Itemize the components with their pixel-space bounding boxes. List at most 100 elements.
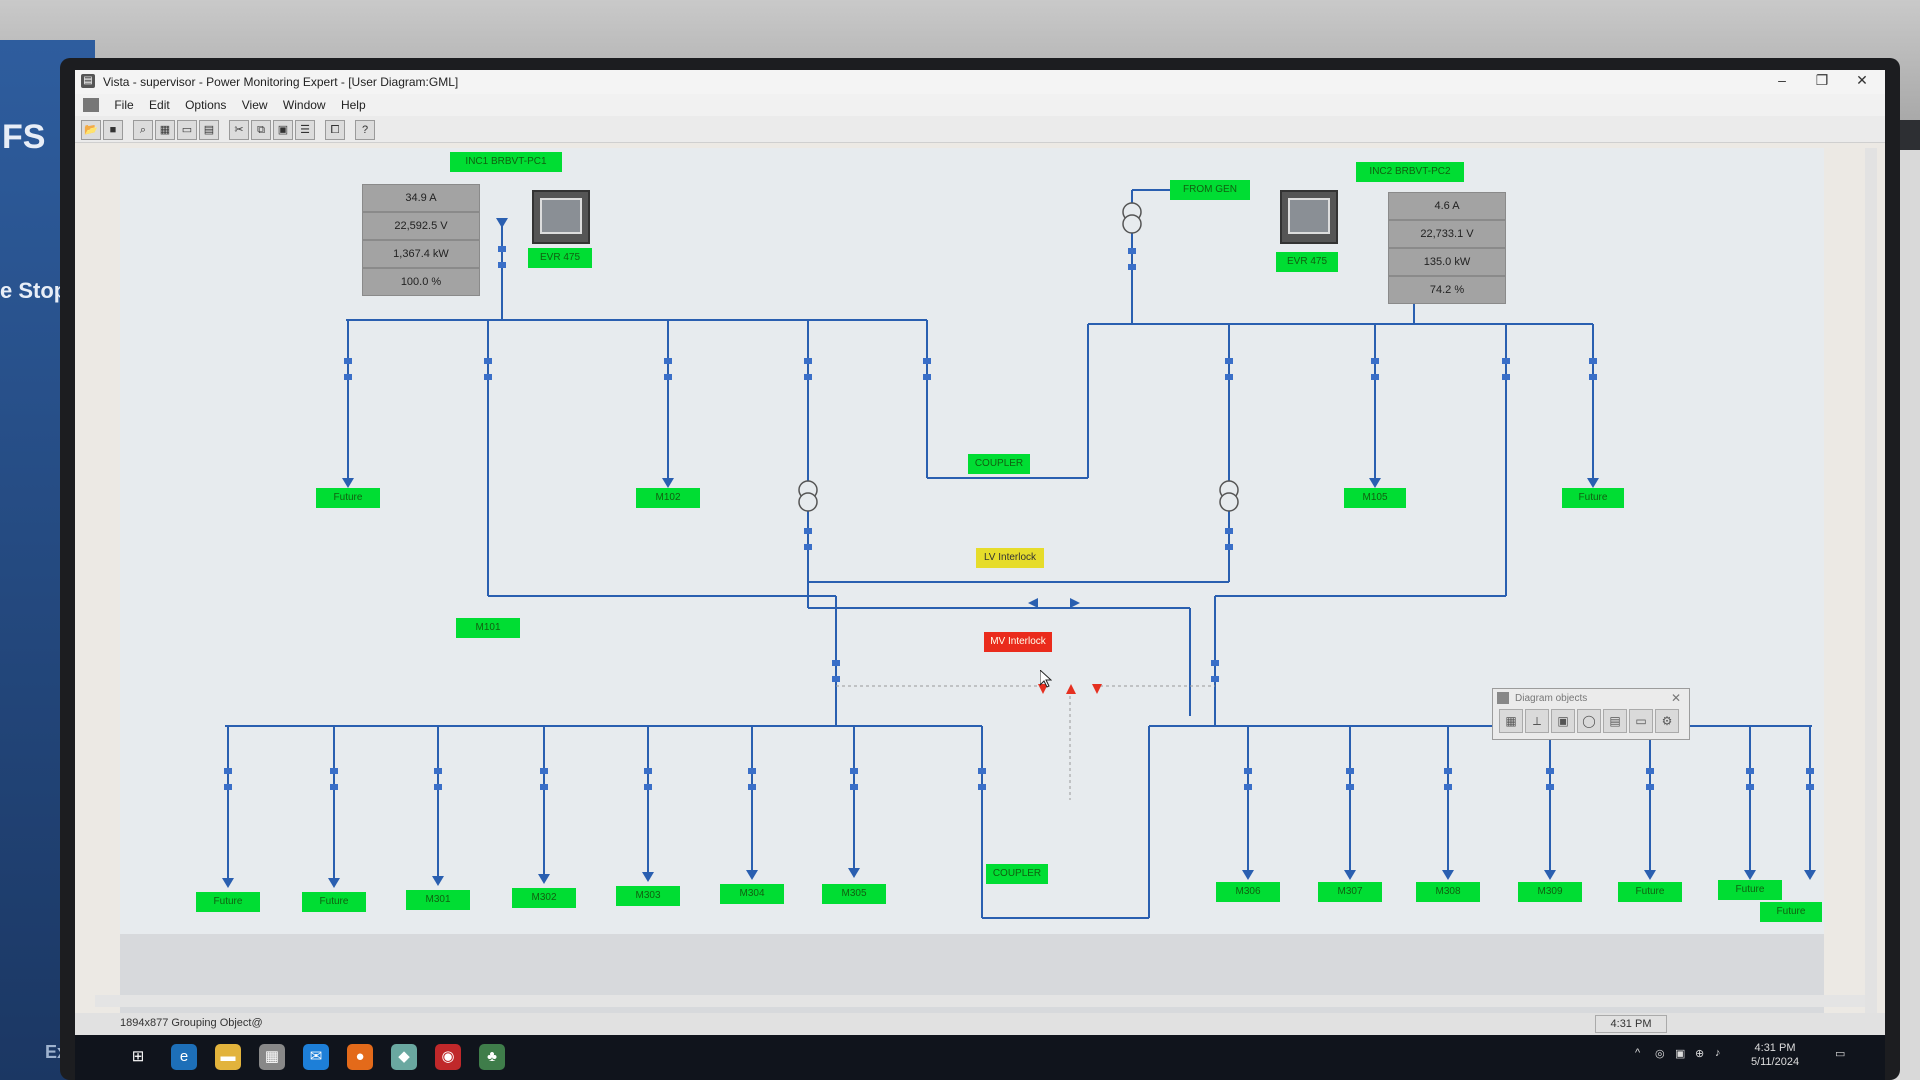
feeder-lower-left-2[interactable]: Future [302, 892, 366, 912]
coupler-top-label[interactable]: COUPLER [968, 454, 1030, 474]
app-window: ▤ Vista - supervisor - Power Monitoring … [75, 70, 1885, 1035]
incomer-2-percent: 74.2 % [1388, 276, 1506, 304]
single-line-diagram [222, 189, 1816, 919]
feeder-m302[interactable]: M302 [512, 888, 576, 908]
firefox-icon[interactable]: ● [347, 1044, 373, 1070]
diagram-canvas[interactable]: INC1 BRBVT-PC1 34.9 A 22,592.5 V 1,367.4… [120, 148, 1824, 934]
coupler-bottom-label[interactable]: COUPLER [986, 864, 1048, 884]
feeder-m305[interactable]: M305 [822, 884, 886, 904]
menu-options[interactable]: Options [185, 98, 227, 112]
incomer-1-power: 1,367.4 kW [362, 240, 480, 268]
tray-date: 5/11/2024 [1750, 1056, 1800, 1068]
fit-view-icon[interactable]: ▭ [177, 120, 197, 140]
incomer-2-voltage: 22,733.1 V [1388, 220, 1506, 248]
meter-2-icon[interactable] [1280, 190, 1338, 244]
tray-clock[interactable]: 4:31 PM 5/11/2024 [1745, 1041, 1805, 1069]
feeder-m102[interactable]: M102 [636, 488, 700, 508]
globe-icon[interactable]: ⊕ [1695, 1048, 1705, 1060]
from-gen-label[interactable]: FROM GEN [1170, 180, 1250, 200]
horizontal-scrollbar[interactable] [95, 995, 1865, 1007]
feeder-lower-left-1[interactable]: Future [196, 892, 260, 912]
feeder-future-lower-right-2[interactable]: Future [1718, 880, 1782, 900]
help-icon[interactable]: ? [355, 120, 375, 140]
network-icon[interactable]: ◎ [1655, 1048, 1665, 1060]
app-icon: ▤ [81, 74, 95, 88]
volume-icon[interactable]: ♪ [1715, 1047, 1721, 1059]
settings-object-icon[interactable]: ⚙ [1655, 709, 1679, 733]
paste-icon[interactable]: ▣ [273, 120, 293, 140]
image-object-icon[interactable]: ▤ [1603, 709, 1627, 733]
close-button[interactable]: ✕ [1856, 72, 1868, 88]
feeder-future-lower-right-1[interactable]: Future [1618, 882, 1682, 902]
vista-app-icon[interactable]: ♣ [479, 1044, 505, 1070]
app-tool-icon[interactable]: ◆ [391, 1044, 417, 1070]
notification-icon[interactable]: ▭ [1835, 1048, 1846, 1060]
line-object-icon[interactable]: ⟂ [1525, 709, 1549, 733]
start-icon[interactable]: ⊞ [131, 1048, 145, 1065]
mv-interlock-label[interactable]: MV Interlock [984, 632, 1052, 652]
incomer-2-label[interactable]: INC2 BRBVT-PC2 [1356, 162, 1464, 182]
taskbar: ⊞ e ▬ ▦ ✉ ● ◆ ◉ ♣ ^ ◎ ▣ ⊕ ♪ 4:31 PM 5/11… [75, 1035, 1885, 1080]
vertical-scrollbar[interactable] [1865, 148, 1877, 1014]
properties-icon[interactable]: ☰ [295, 120, 315, 140]
diagram-objects-panel[interactable]: Diagram objects ✕ ▦ ⟂ ▣ ◯ ▤ ▭ ⚙ [1492, 688, 1690, 740]
menu-window[interactable]: Window [282, 98, 326, 112]
store-icon[interactable]: ▦ [259, 1044, 285, 1070]
zoom-area-icon[interactable]: ▦ [155, 120, 175, 140]
mail-icon[interactable]: ✉ [303, 1044, 329, 1070]
feeder-future-upper-left[interactable]: Future [316, 488, 380, 508]
status-time: 4:31 PM [1595, 1015, 1667, 1033]
menu-help[interactable]: Help [340, 98, 366, 112]
document-icon [83, 98, 99, 112]
feeder-m105[interactable]: M105 [1344, 488, 1406, 508]
feeder-m307[interactable]: M307 [1318, 882, 1382, 902]
app-red-icon[interactable]: ◉ [435, 1044, 461, 1070]
screen-object-icon[interactable]: ▭ [1629, 709, 1653, 733]
feeder-future-lower-right-3[interactable]: Future [1760, 902, 1822, 922]
title-bar: ▤ Vista - supervisor - Power Monitoring … [75, 70, 1885, 94]
menu-edit[interactable]: Edit [149, 98, 170, 112]
diagram-objects-title: Diagram objects [1515, 693, 1588, 704]
meter-1-icon[interactable] [532, 190, 590, 244]
lv-interlock-label[interactable]: LV Interlock [976, 548, 1044, 568]
circle-object-icon[interactable]: ◯ [1577, 709, 1601, 733]
zoom-icon[interactable]: ⌕ [133, 120, 153, 140]
menu-view[interactable]: View [241, 98, 268, 112]
menu-file[interactable]: File [114, 98, 134, 112]
feeder-m303[interactable]: M303 [616, 886, 680, 906]
cut-icon[interactable]: ✂ [229, 120, 249, 140]
grid-icon[interactable]: ▤ [199, 120, 219, 140]
feeder-m306[interactable]: M306 [1216, 882, 1280, 902]
file-explorer-icon[interactable]: ▬ [215, 1044, 241, 1070]
diagram-objects-close-icon[interactable]: ✕ [1671, 691, 1682, 705]
incomer-1-label[interactable]: INC1 BRBVT-PC1 [450, 152, 562, 172]
incomer-1-percent: 100.0 % [362, 268, 480, 296]
feeder-m308[interactable]: M308 [1416, 882, 1480, 902]
incomer-1-voltage: 22,592.5 V [362, 212, 480, 240]
copy-icon[interactable]: ⧉ [251, 120, 271, 140]
tray-chevron-icon[interactable]: ^ [1635, 1047, 1641, 1059]
status-text: 1894x877 Grouping Object@ [120, 1017, 263, 1029]
mouse-cursor-icon [1040, 670, 1052, 688]
feeder-future-upper-right[interactable]: Future [1562, 488, 1624, 508]
open-icon[interactable]: 📂 [81, 120, 101, 140]
incomer-2-power: 135.0 kW [1388, 248, 1506, 276]
minimize-button[interactable]: – [1778, 72, 1786, 88]
maximize-button[interactable]: ❐ [1815, 72, 1829, 88]
feeder-m309[interactable]: M309 [1518, 882, 1582, 902]
edge-icon[interactable]: e [171, 1044, 197, 1070]
feeder-m304[interactable]: M304 [720, 884, 784, 904]
display-object-icon[interactable]: ▣ [1551, 709, 1575, 733]
group-icon[interactable]: ⧠ [325, 120, 345, 140]
meter-2-label[interactable]: EVR 475 [1276, 252, 1338, 272]
grid-object-icon[interactable]: ▦ [1499, 709, 1523, 733]
incomer-1-current: 34.9 A [362, 184, 480, 212]
feeder-m301[interactable]: M301 [406, 890, 470, 910]
incomer-2-current: 4.6 A [1388, 192, 1506, 220]
display-icon[interactable]: ▣ [1675, 1048, 1686, 1060]
toolbar: 📂 ■ ⌕ ▦ ▭ ▤ ✂ ⧉ ▣ ☰ ⧠ ? [75, 116, 1885, 143]
save-icon[interactable]: ■ [103, 120, 123, 140]
feeder-m101[interactable]: M101 [456, 618, 520, 638]
meter-1-label[interactable]: EVR 475 [528, 248, 592, 268]
left-desktop-text: FS [2, 118, 46, 156]
